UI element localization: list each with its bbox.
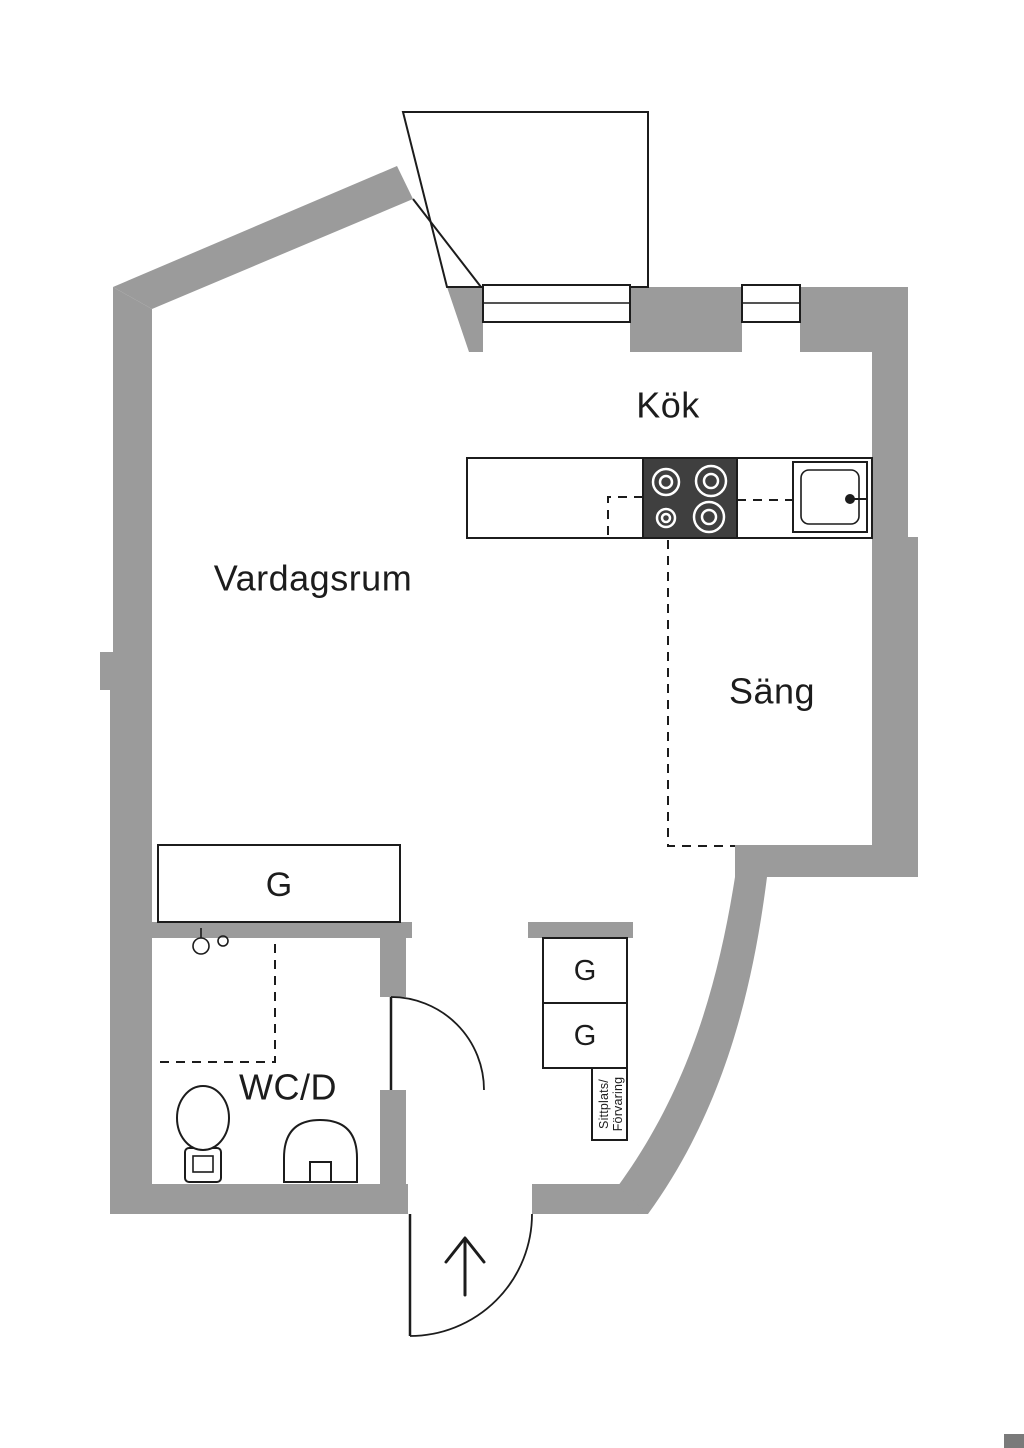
hall-closet-bottom-box: [542, 1002, 628, 1069]
entrance-door-arc: [409, 1213, 533, 1337]
entrance: [408, 1213, 533, 1337]
labels: Kök Vardagsrum Säng WC/D G G G Sittplats…: [214, 385, 815, 1132]
wall-closet-band: [528, 922, 633, 938]
washbasin-icon: [283, 1118, 358, 1183]
kitchen-sink-icon: [792, 461, 868, 533]
bed-label: Säng: [729, 671, 815, 712]
wall-left-upper: [113, 287, 152, 652]
balcony-door-leaf: [412, 198, 482, 288]
hall-closet-bottom-label: G: [574, 1020, 597, 1052]
kitchen-label: Kök: [636, 385, 700, 426]
wall-slanted-top-left: [113, 166, 413, 309]
bed-dashed-outline: [667, 540, 735, 847]
wall-top-mid-pier: [630, 287, 742, 352]
bathroom: [160, 928, 485, 1183]
counter-dashed-left: [607, 496, 643, 538]
balcony: [401, 111, 649, 288]
wall-wardrobe-band: [152, 922, 412, 938]
toilet-icon: [176, 1085, 230, 1183]
storage-label-line1: Sittplats/: [597, 1079, 611, 1129]
wall-right-upper: [872, 287, 908, 537]
wall-bath-hall-lower: [380, 1090, 406, 1184]
walls: [100, 166, 918, 1214]
wall-balcony-pier: [447, 287, 483, 352]
wall-bottom-left: [110, 1184, 408, 1214]
bathroom-door-arc: [390, 996, 485, 1091]
wall-right-lower: [872, 537, 918, 845]
wall-under-bed: [735, 845, 918, 877]
kitchen: [466, 457, 873, 539]
entrance-arrow-icon: [444, 1236, 486, 1297]
wardrobe-box: [157, 844, 401, 923]
storage-units: [157, 844, 628, 1141]
shower-dashed-outline: [160, 938, 276, 1063]
wall-left-notch: [100, 652, 152, 690]
windows: [482, 284, 801, 323]
storage-bench-box: [591, 1067, 628, 1141]
bathroom-label: WC/D: [239, 1067, 337, 1108]
living-room-label: Vardagsrum: [214, 558, 412, 599]
balcony-outline: [401, 111, 649, 288]
hall-closet-top-box: [542, 937, 628, 1004]
storage-label-line2: Förvaring: [611, 1077, 625, 1132]
wall-bath-hall-upper: [380, 922, 406, 997]
wall-curved: [618, 877, 767, 1214]
wardrobe-label: G: [266, 866, 292, 904]
wall-left-lower: [110, 690, 152, 1184]
shower-mixer-icon: [192, 928, 229, 955]
corner-artifact: [1004, 1434, 1024, 1448]
hall-closet-top-label: G: [574, 955, 597, 987]
stove-burners-icon: [651, 464, 728, 534]
